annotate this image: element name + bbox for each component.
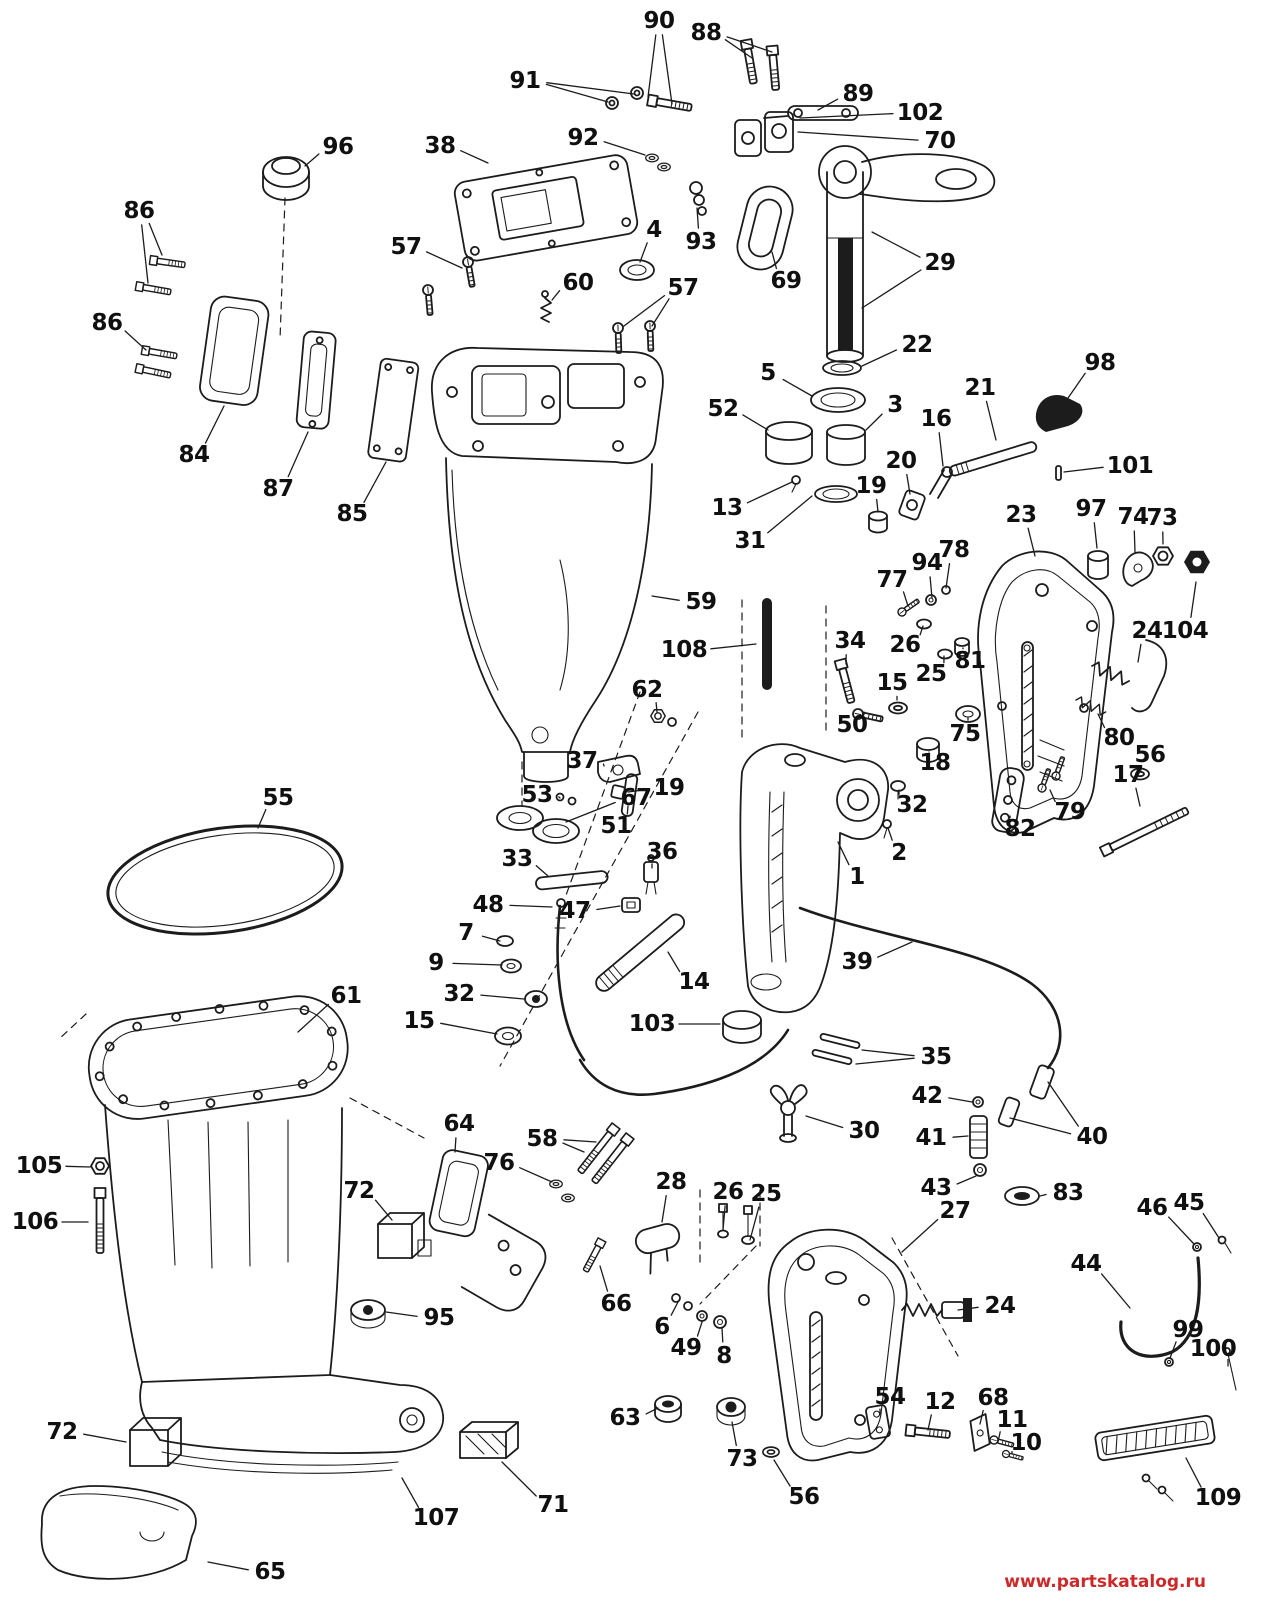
bottom-plugs: [654, 1395, 780, 1458]
trim-cables: [554, 898, 1062, 1206]
o-ring: [106, 824, 344, 936]
left-covers: [134, 156, 420, 463]
swivel-bracket: [722, 743, 1068, 1044]
callout-leader-lines: [61, 34, 1229, 1571]
lower-left-hardware: [90, 1157, 519, 1467]
middle-hardware: [555, 585, 981, 817]
shift-hardware: [634, 1203, 755, 1329]
tilt-springs: [1073, 639, 1190, 858]
bottom-right-hardware: [865, 1235, 1237, 1502]
stern-bracket-upper: [977, 550, 1115, 834]
pivot-seal-stack: [765, 360, 926, 534]
right-small-parts: [1087, 546, 1210, 587]
exhaust-gasket: [453, 154, 639, 262]
mount-cover-hardware: [428, 1122, 635, 1312]
steering-arm: [818, 145, 996, 363]
housing-screws: [421, 255, 657, 355]
steering-arm-grommet: [736, 185, 794, 271]
tilt-lock-lever: [929, 394, 1083, 499]
tubes-and-seals: [494, 805, 686, 1046]
lower-exhaust-housing: [40, 995, 444, 1580]
stern-bracket-lower: [767, 1228, 908, 1462]
upper-exhaust-housing: [431, 347, 664, 783]
construction-lines: [57, 197, 959, 1357]
steering-clamp-hardware: [605, 38, 859, 216]
watermark-url: www.partskatalog.ru: [1004, 1572, 1206, 1592]
